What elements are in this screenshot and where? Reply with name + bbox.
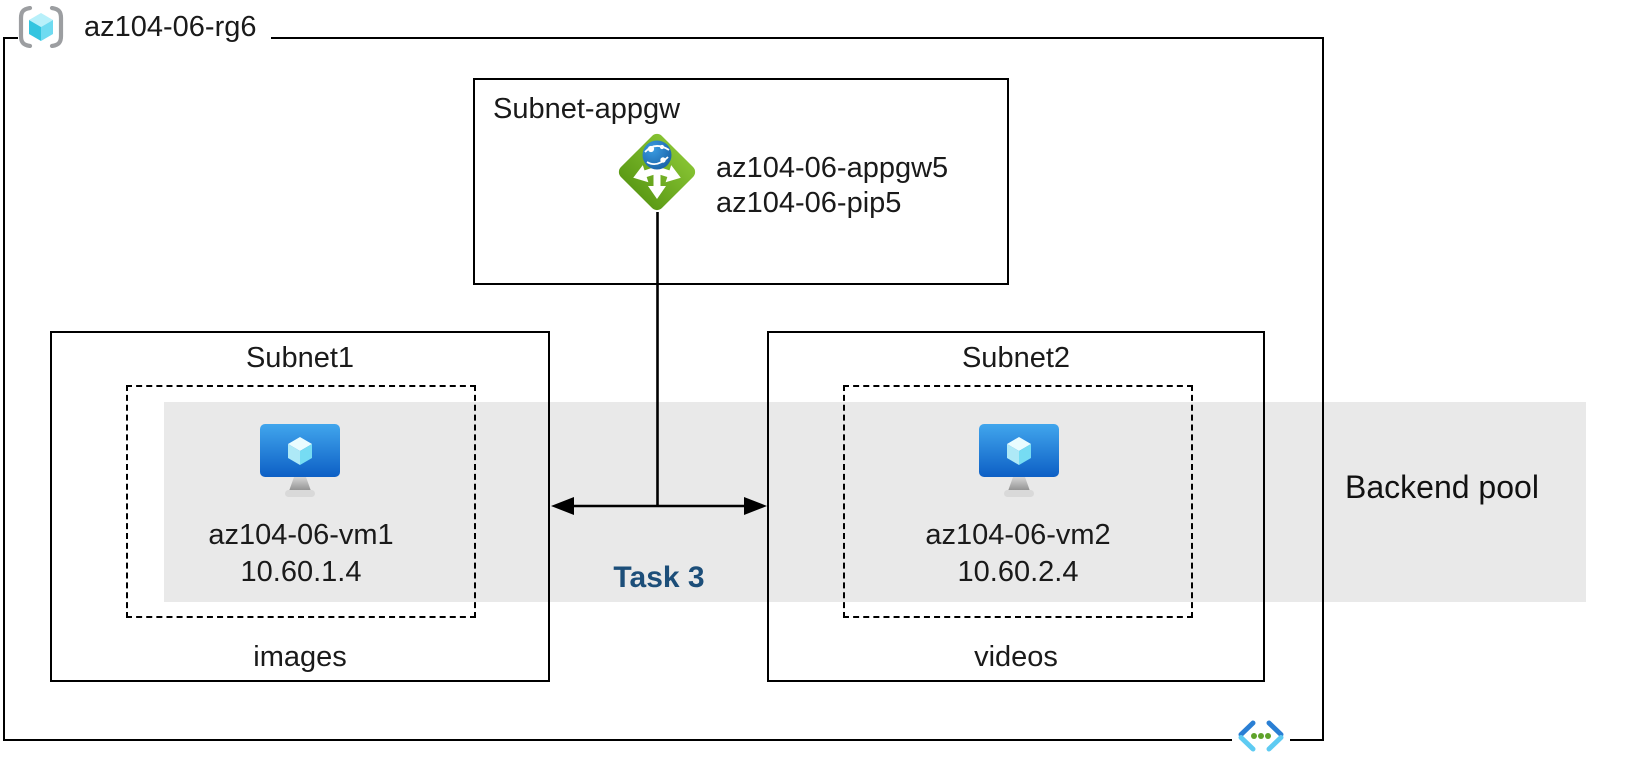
resource-group-icon xyxy=(18,6,64,48)
appgw-subnet-box: Subnet-appgw xyxy=(473,78,1009,285)
vm1-labels: az104-06-vm1 10.60.1.4 xyxy=(126,517,476,591)
vm2-dashed-box xyxy=(843,385,1193,618)
subnet2-title: Subnet2 xyxy=(961,342,1071,374)
application-gateway-icon xyxy=(615,130,699,214)
vm2-labels: az104-06-vm2 10.60.2.4 xyxy=(843,517,1193,591)
subnet1-box: Subnet1 xyxy=(50,331,550,682)
subnet1-title: Subnet1 xyxy=(245,342,355,374)
vm1-icon xyxy=(260,424,340,498)
appgw-labels: az104-06-appgw5 az104-06-pip5 xyxy=(716,151,948,221)
subnet2-box: Subnet2 xyxy=(767,331,1265,682)
vm1-name-label: az104-06-vm1 xyxy=(208,519,394,551)
virtual-network-icon xyxy=(1237,719,1285,753)
vm2-ip-label: 10.60.2.4 xyxy=(957,556,1079,588)
vm1-ip-label: 10.60.1.4 xyxy=(240,556,362,588)
appgw-subnet-title: Subnet-appgw xyxy=(493,93,681,125)
vm2-icon xyxy=(979,424,1059,498)
resource-group-chip: az104-06-rg6 xyxy=(18,4,271,50)
subnet2-caption: videos xyxy=(974,641,1058,673)
task-label: Task 3 xyxy=(613,561,705,594)
subnet1-caption: images xyxy=(253,641,347,673)
pip-name-label: az104-06-pip5 xyxy=(716,187,902,219)
appgw-name-label: az104-06-appgw5 xyxy=(716,152,949,184)
backend-pool-label: Backend pool xyxy=(1345,469,1539,505)
resource-group-name: az104-06-rg6 xyxy=(84,10,257,43)
virtual-network-chip xyxy=(1232,714,1290,758)
resource-group-box xyxy=(3,37,1324,741)
backend-pool-band xyxy=(164,402,1586,602)
vm2-name-label: az104-06-vm2 xyxy=(925,519,1111,551)
vm1-dashed-box xyxy=(126,385,476,618)
